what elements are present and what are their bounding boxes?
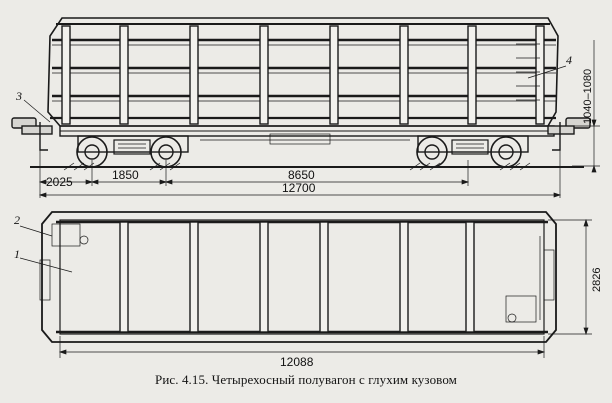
callout-1: 1: [14, 247, 20, 261]
callout-2: 2: [14, 213, 20, 227]
bogie-left: [76, 135, 189, 168]
dim-bogie-centers: 8650: [288, 168, 315, 182]
figure-caption: Рис. 4.15. Четырехосный полувагон с глух…: [155, 372, 457, 387]
callout-3: 3: [15, 89, 22, 103]
dim-length-over-couplers: 12700: [282, 181, 316, 195]
dim-inner-width: 2826: [591, 268, 603, 292]
plan-dimension-lines: [58, 218, 592, 358]
dim-bogie-base: 1850: [112, 168, 139, 182]
dim-overhang: 2025: [46, 175, 73, 189]
bogie-right: [416, 135, 529, 168]
side-view: 2025 1850 8650 12700 1040–1080 3 4: [11, 17, 600, 198]
dim-height-range: 1040–1080: [582, 69, 594, 124]
plan-view: 12088 2826 2 1: [14, 211, 603, 369]
dim-inner-length: 12088: [280, 355, 314, 369]
side-dimension-lines: [38, 40, 600, 198]
callout-4: 4: [566, 53, 572, 67]
